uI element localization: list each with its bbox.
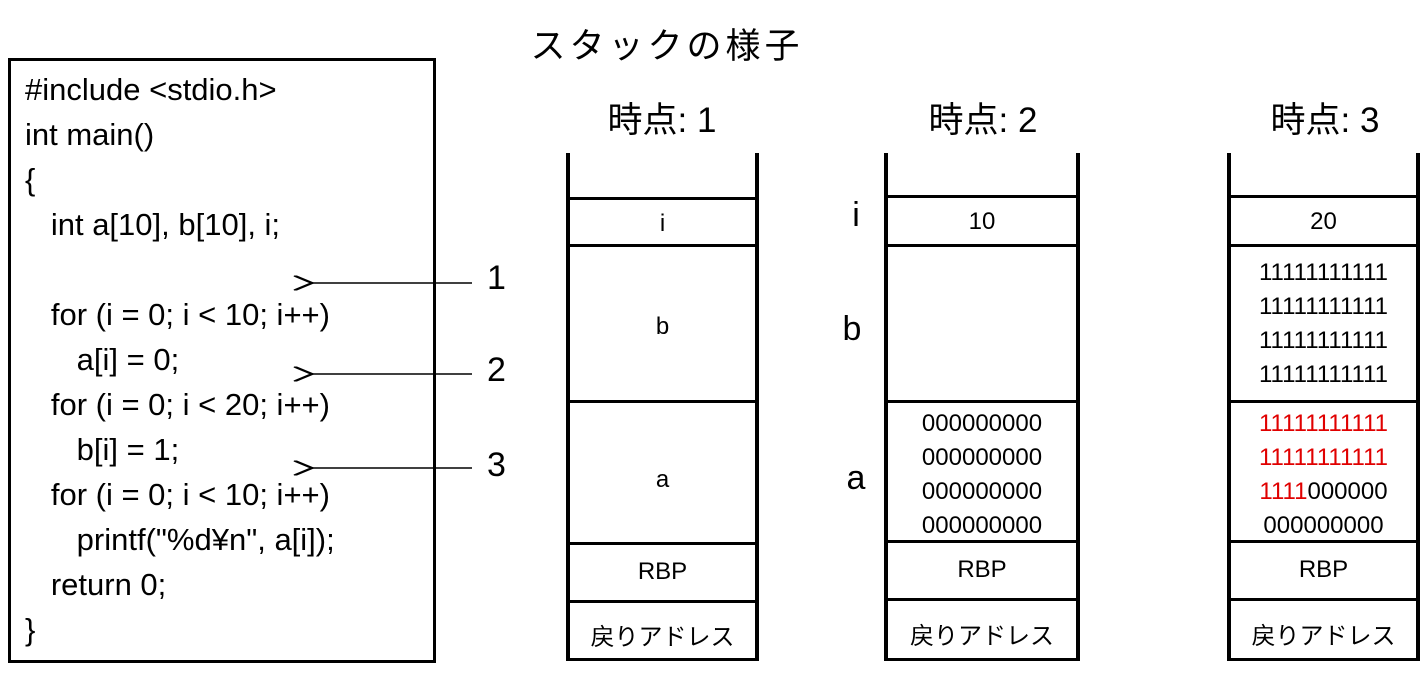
time-label-1: 時点: 1	[607, 101, 717, 140]
code-line: for (i = 0; i < 20; i++)	[25, 387, 330, 422]
cell-a-values: 11111111111 11111111111 1111000000 00000…	[1227, 407, 1420, 543]
b-row: 11111111111	[1258, 293, 1388, 320]
divider	[884, 658, 1080, 661]
cell-i-value: 20	[1310, 208, 1337, 235]
code-line: printf("%d¥n", a[i]);	[25, 522, 335, 557]
a-row-overflow: 11111111111	[1258, 444, 1388, 471]
diagram-title: スタックの様子	[530, 27, 804, 66]
divider	[566, 400, 759, 403]
cell-rbp: RBP	[957, 556, 1007, 583]
divider	[884, 540, 1080, 543]
code-line: a[i] = 0;	[25, 342, 180, 377]
cell-return-address: 戻りアドレス	[1251, 623, 1396, 650]
divider	[884, 244, 1080, 247]
divider	[566, 542, 759, 545]
cell-rbp: RBP	[1298, 556, 1349, 583]
code-line: int a[10], b[10], i;	[25, 207, 281, 242]
code-line: {	[25, 162, 36, 197]
code-line: #include <stdio.h>	[25, 72, 277, 107]
cell-b: b	[655, 313, 670, 340]
divider	[884, 400, 1080, 403]
time-label-3: 時点: 3	[1270, 101, 1380, 140]
code-line: int main()	[25, 117, 155, 152]
stack-wall-right	[1416, 153, 1420, 661]
b-row: 11111111111	[1258, 259, 1388, 286]
code-line: return 0;	[25, 567, 167, 602]
cell-a: a	[655, 466, 670, 493]
stack-wall-left	[1227, 153, 1231, 661]
a-row: 000000000	[921, 410, 1043, 437]
marker-2: 2	[487, 351, 506, 389]
time-label-2: 時点: 2	[928, 101, 1038, 140]
cell-return-address: 戻りアドレス	[590, 624, 735, 651]
stack-time-3: 20 11111111111 11111111111 11111111111 1…	[1227, 153, 1420, 661]
code-line: for (i = 0; i < 10; i++)	[25, 297, 330, 332]
divider	[1227, 598, 1420, 601]
divider	[1227, 540, 1420, 543]
b-row: 11111111111	[1258, 327, 1388, 354]
side-label-a: a	[846, 459, 866, 497]
code-line: b[i] = 1;	[25, 432, 180, 467]
code-listing: #include <stdio.h> int main() { int a[10…	[8, 58, 436, 663]
a-row: 000000000	[921, 444, 1043, 471]
a-row-overflow-part: 1111	[1259, 478, 1308, 505]
marker-1: 1	[487, 259, 506, 297]
stack-wall-right	[1076, 153, 1080, 661]
stack-wall-right	[755, 153, 759, 661]
stack-wall-left	[566, 153, 570, 661]
divider	[566, 244, 759, 247]
divider	[566, 600, 759, 603]
divider	[1227, 195, 1420, 198]
stack-wall-left	[884, 153, 888, 661]
divider	[1227, 658, 1420, 661]
marker-3: 3	[487, 446, 506, 484]
a-row: 000000000	[921, 512, 1043, 539]
cell-a-values: 000000000 000000000 000000000 000000000	[884, 407, 1080, 543]
code-line: for (i = 0; i < 10; i++)	[25, 477, 330, 512]
side-label-b: b	[842, 310, 862, 348]
b-row: 11111111111	[1258, 361, 1388, 388]
a-row-intact-part: 000000	[1307, 478, 1388, 505]
divider	[884, 195, 1080, 198]
a-row-overflow: 11111111111	[1258, 410, 1388, 437]
a-row: 000000000	[1263, 512, 1384, 539]
a-row: 000000000	[921, 478, 1043, 505]
divider	[1227, 244, 1420, 247]
divider	[884, 598, 1080, 601]
a-row-mixed: 1111000000	[1227, 475, 1420, 509]
divider	[566, 658, 759, 661]
stack-time-2: 10 000000000 000000000 000000000 0000000…	[884, 153, 1080, 661]
cell-b-values: 11111111111 11111111111 11111111111 1111…	[1227, 256, 1420, 392]
side-label-i: i	[852, 196, 860, 234]
code-line: }	[25, 612, 36, 647]
stack-time-1: i b a RBP 戻りアドレス	[566, 153, 759, 661]
divider	[566, 197, 759, 200]
cell-i-value: 10	[968, 208, 996, 235]
divider	[1227, 400, 1420, 403]
cell-return-address: 戻りアドレス	[910, 623, 1054, 650]
cell-rbp: RBP	[637, 558, 688, 585]
cell-i: i	[659, 210, 666, 237]
